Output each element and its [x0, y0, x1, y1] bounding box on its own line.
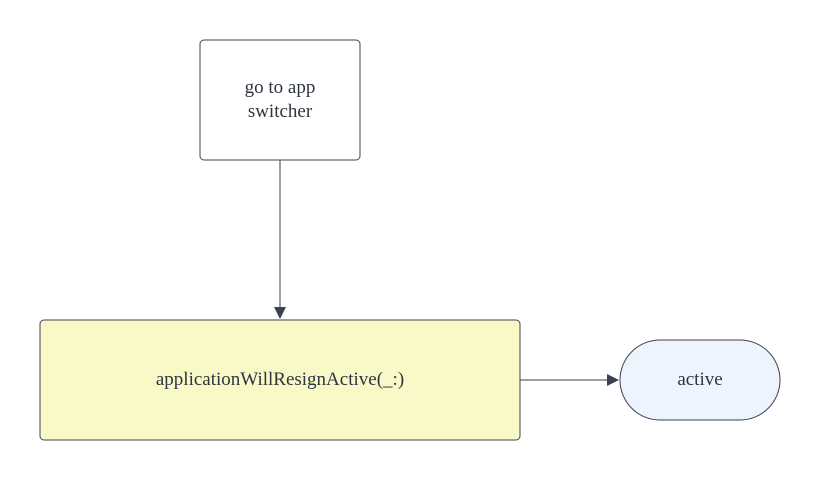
- resign-active-label: applicationWillResignActive(_:): [155, 369, 405, 390]
- active-state-node: [619, 339, 781, 421]
- active-state-label: active: [677, 369, 723, 390]
- app-switcher-label: go to app switcher: [244, 77, 316, 122]
